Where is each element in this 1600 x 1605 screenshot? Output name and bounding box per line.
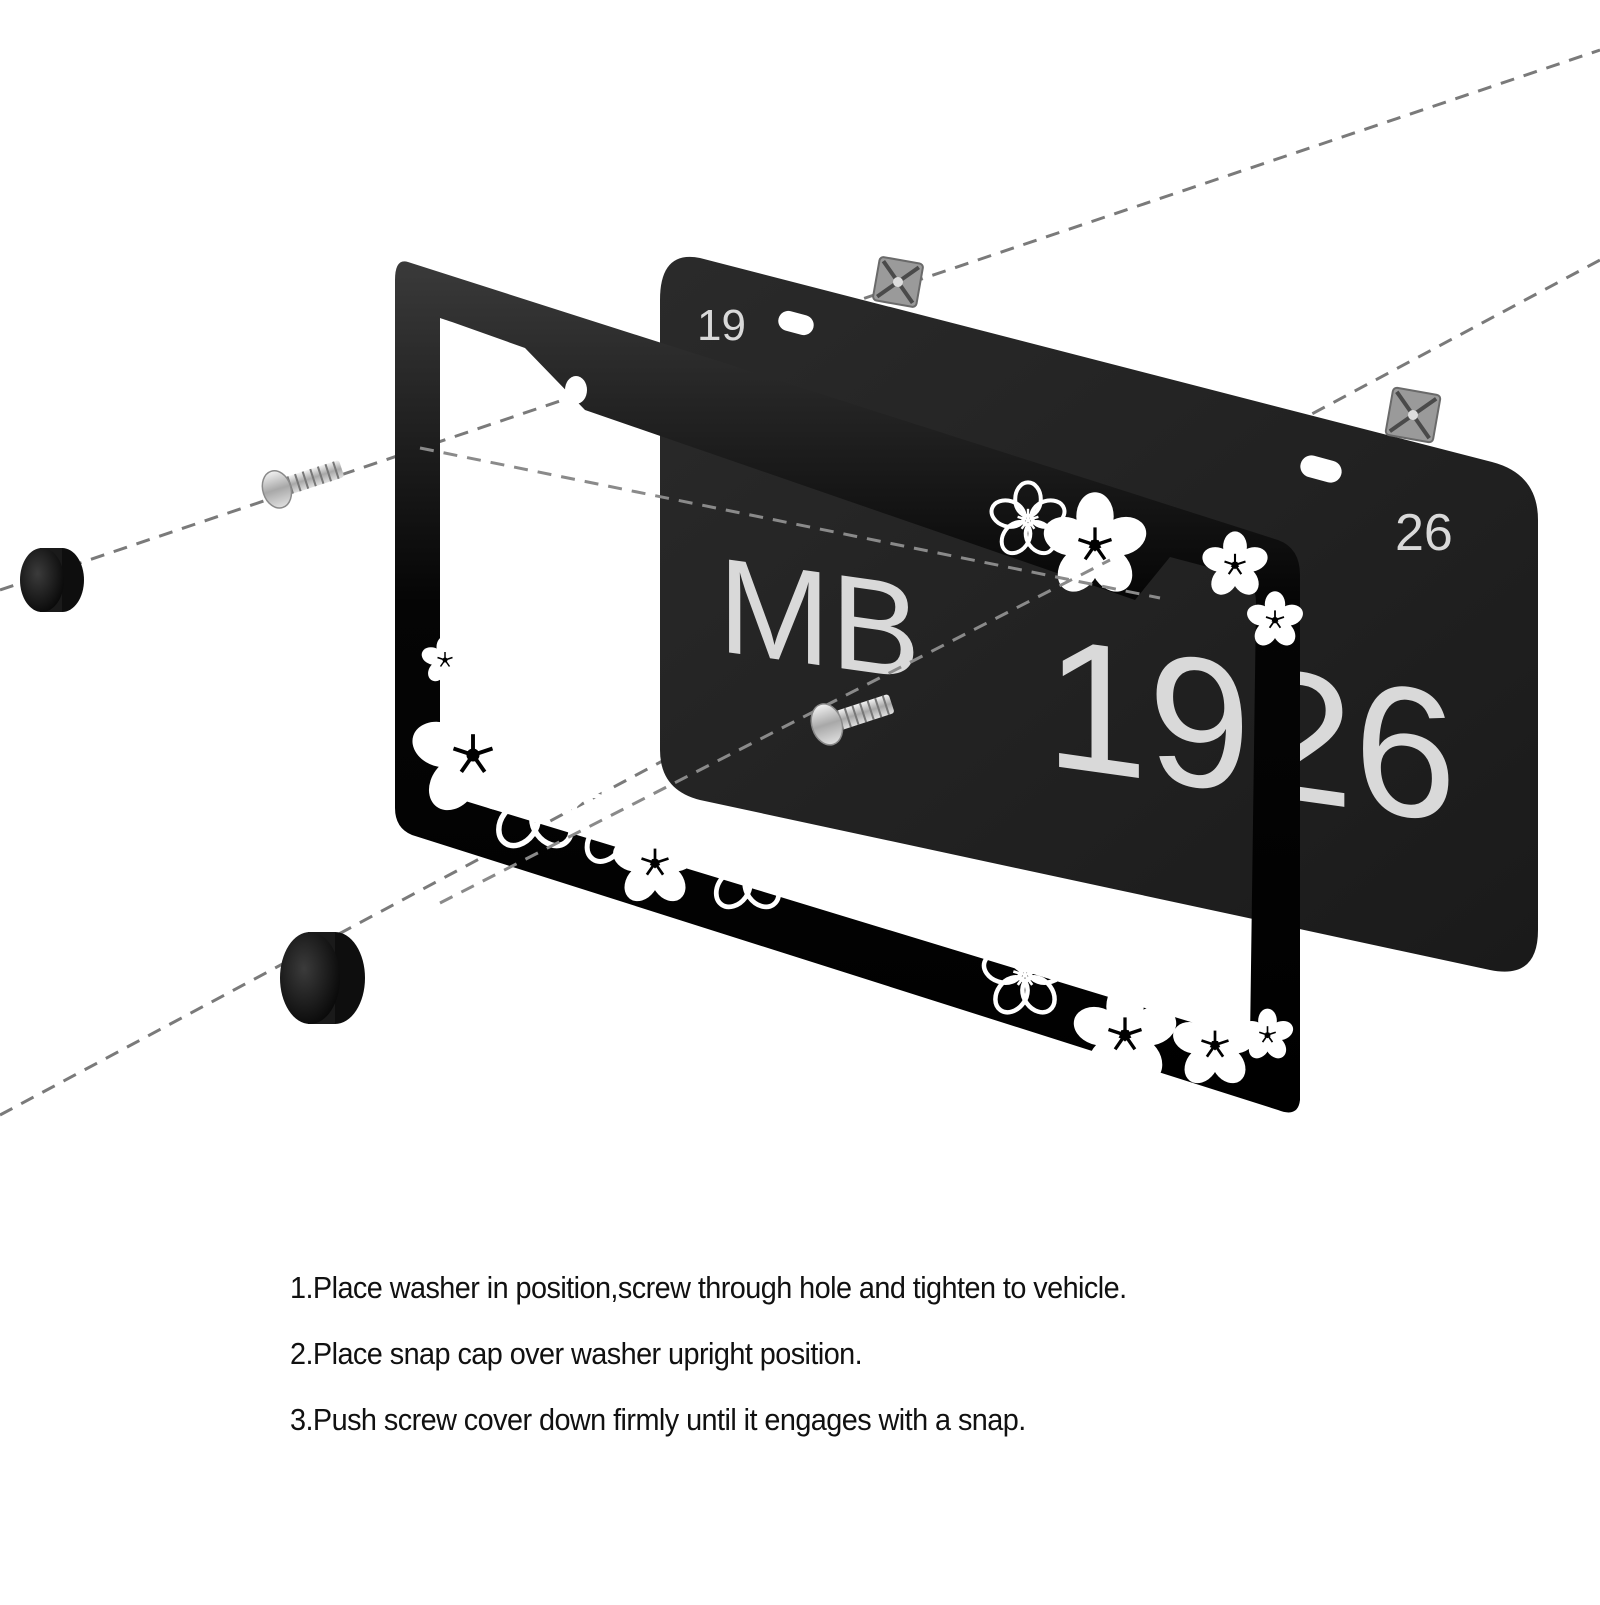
guide-lines-front (419, 446, 1161, 905)
instruction-step-3: 3.Push screw cover down firmly until it … (290, 1402, 1026, 1437)
plate-label-left: 19 (697, 301, 746, 350)
installation-instructions: 1.Place washer in position,screw through… (290, 1268, 1490, 1466)
screw-upper (261, 460, 344, 509)
plate-label-right: 26 (1395, 504, 1453, 562)
snap-cap-upper (20, 548, 84, 612)
snap-cap-lower (280, 932, 365, 1024)
square-nut-clip-top (872, 256, 924, 308)
screw-lower (810, 694, 894, 746)
plate-slot-left (778, 310, 814, 336)
plate-slot-right (1300, 455, 1342, 483)
frame-hole-left (565, 376, 587, 404)
license-plate-frame (395, 261, 1305, 1113)
instruction-step-2: 2.Place snap cap over washer upright pos… (290, 1336, 863, 1371)
instruction-step-1: 1.Place washer in position,screw through… (290, 1270, 1127, 1305)
plate-prefix: MB (718, 529, 920, 709)
square-nut-clip-right (1384, 386, 1442, 444)
